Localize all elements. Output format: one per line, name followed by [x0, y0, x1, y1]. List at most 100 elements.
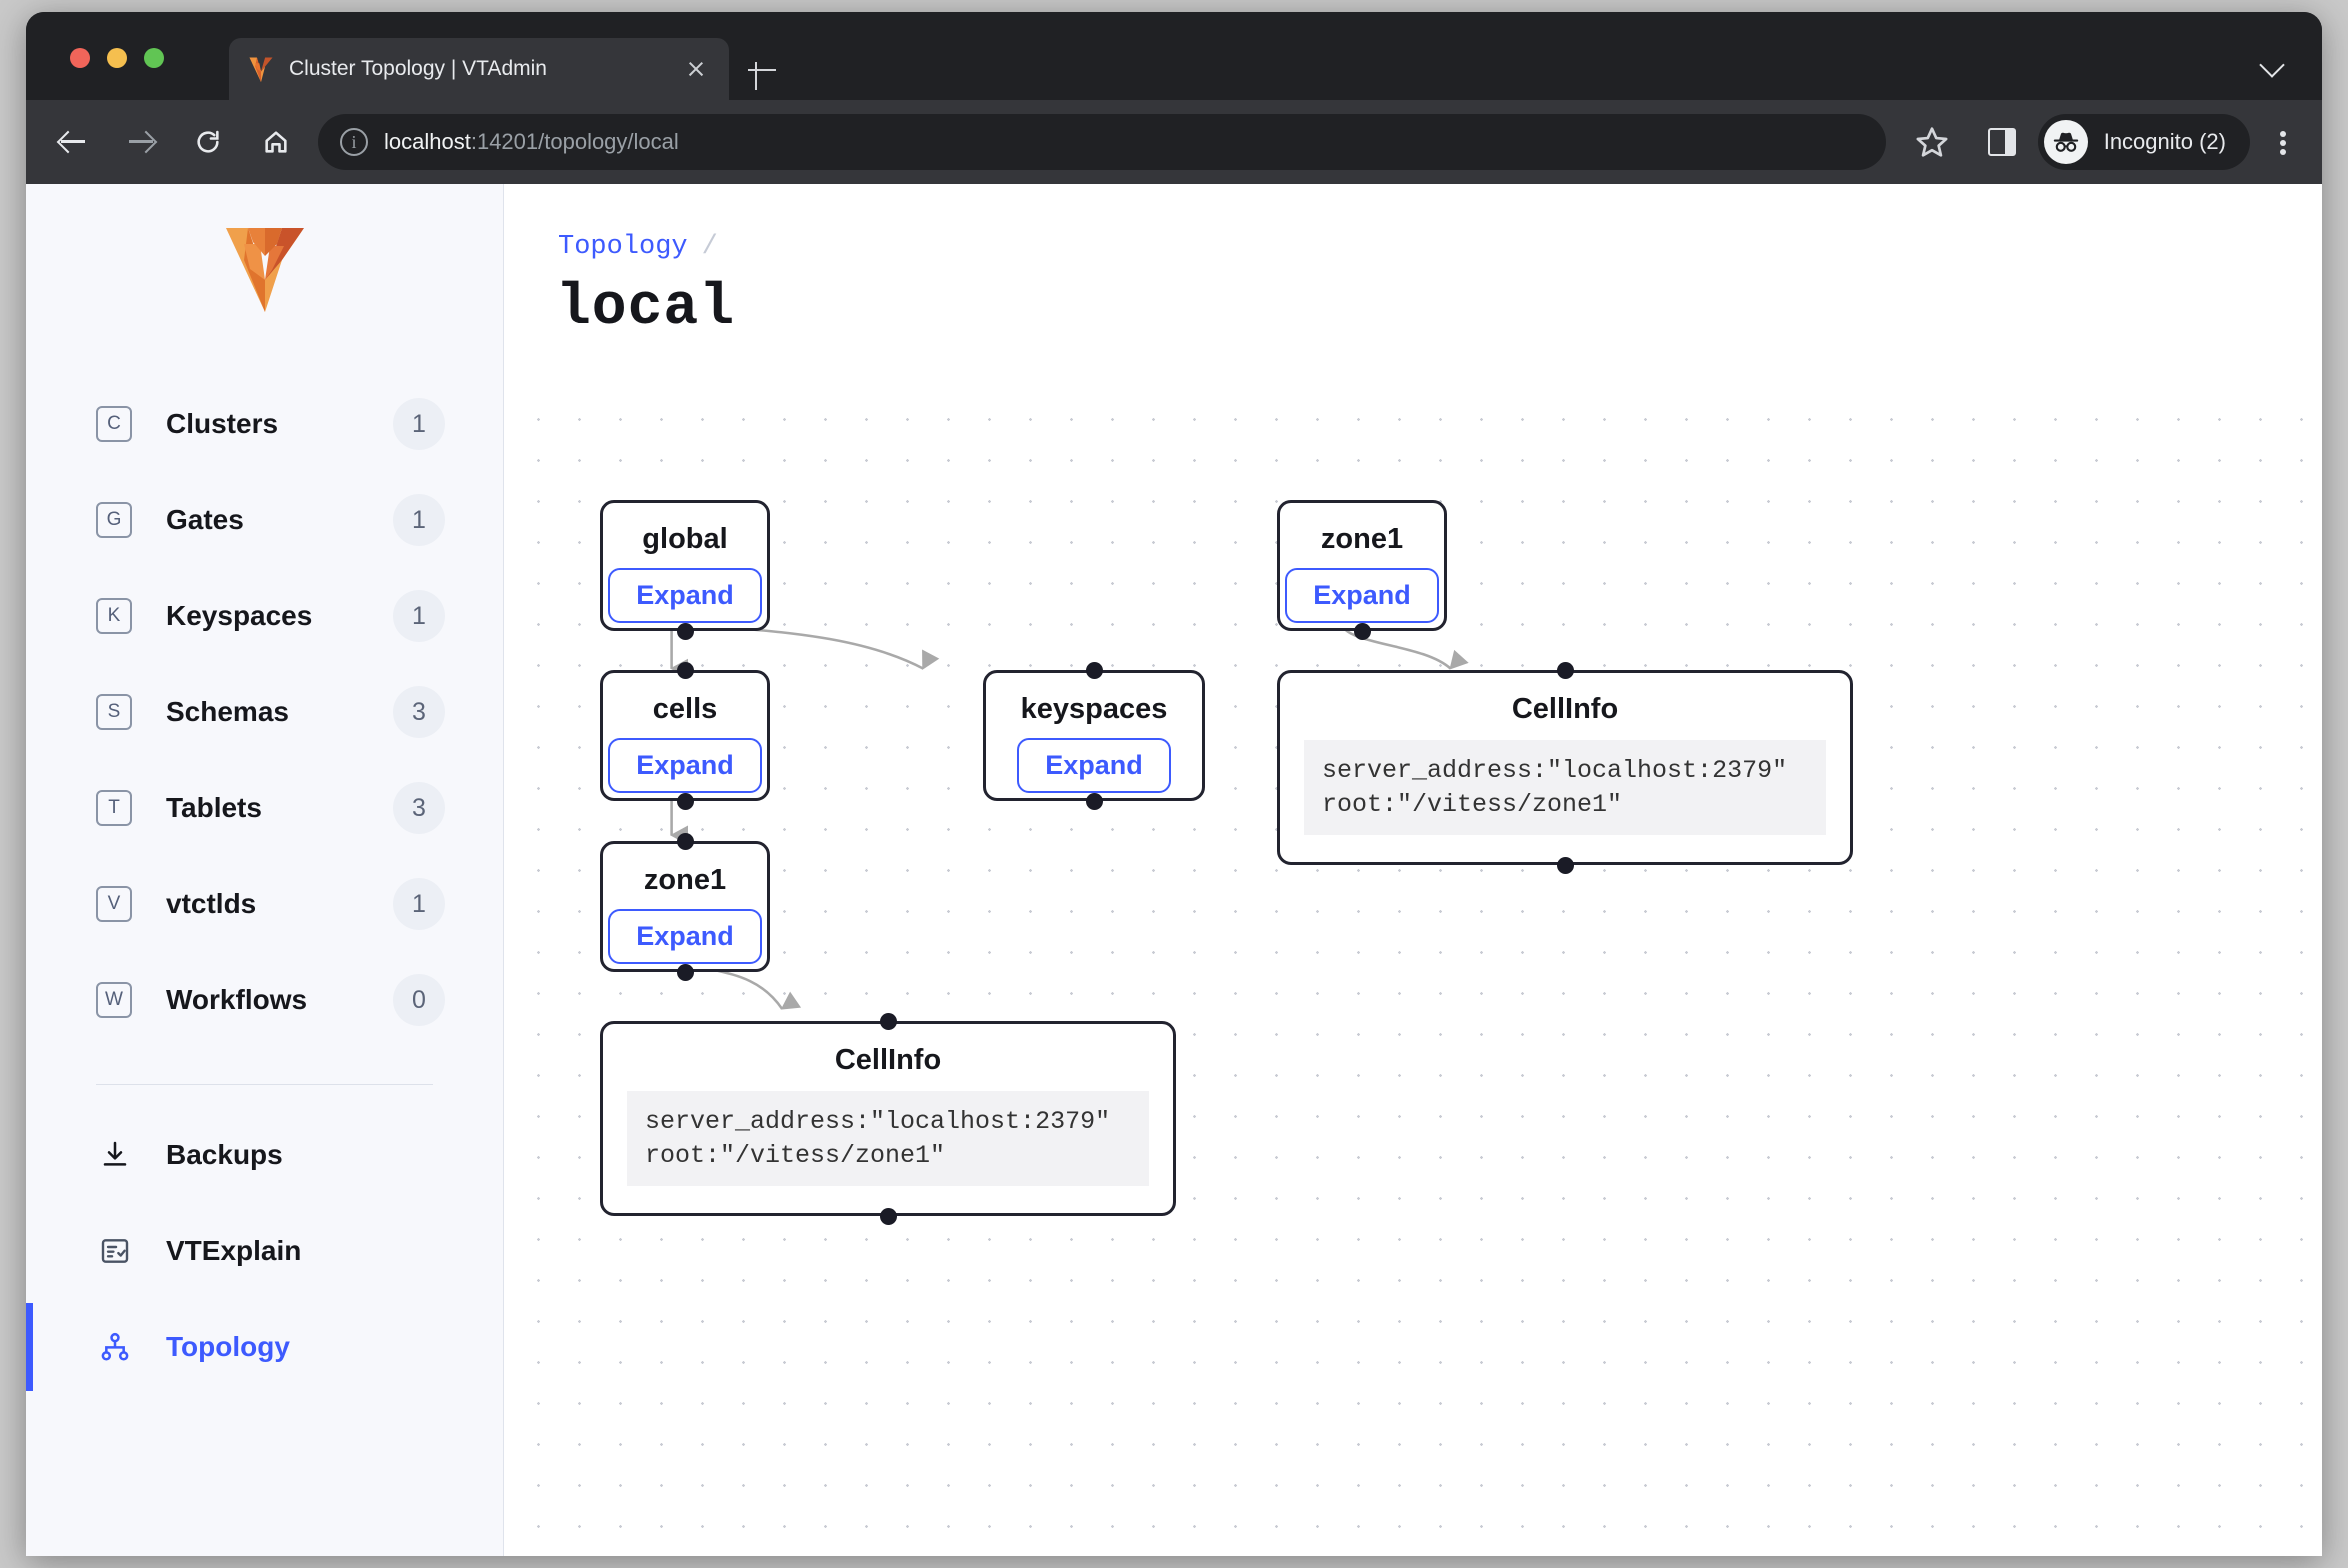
tablets-letter-icon: T: [96, 790, 132, 826]
topology-node-cells[interactable]: cells Expand: [600, 670, 770, 801]
node-handle-top[interactable]: [677, 662, 694, 679]
workflows-letter-icon: W: [96, 982, 132, 1018]
incognito-hat-icon: [2044, 120, 2088, 164]
topology-icon: [96, 1328, 134, 1366]
topology-node-cellinfo-right[interactable]: CellInfo server_address:"localhost:2379"…: [1277, 670, 1853, 865]
breadcrumb-topology-link[interactable]: Topology: [558, 232, 688, 262]
topology-node-cellinfo-bottom[interactable]: CellInfo server_address:"localhost:2379"…: [600, 1021, 1176, 1216]
maximize-window-button[interactable]: [144, 48, 164, 68]
sidebar-item-count: 0: [393, 974, 445, 1026]
sidebar-item-keyspaces[interactable]: K Keyspaces 1: [26, 568, 503, 664]
topology-node-keyspaces[interactable]: keyspaces Expand: [983, 670, 1205, 801]
node-handle-top[interactable]: [880, 1013, 897, 1030]
node-handle-bottom[interactable]: [677, 964, 694, 981]
node-handle-top[interactable]: [1557, 662, 1574, 679]
breadcrumb-separator: /: [702, 232, 718, 262]
kebab-menu-icon[interactable]: [2260, 114, 2306, 170]
node-handle-top[interactable]: [677, 833, 694, 850]
node-title: CellInfo: [835, 1044, 941, 1077]
profile-label: Incognito (2): [2104, 129, 2226, 155]
node-handle-bottom[interactable]: [677, 623, 694, 640]
keyspaces-letter-icon: K: [96, 598, 132, 634]
sidebar: C Clusters 1 G Gates 1 K Keyspaces 1 S S…: [26, 184, 504, 1556]
expand-button[interactable]: Expand: [1285, 568, 1439, 623]
sidebar-divider: [96, 1084, 433, 1085]
breadcrumb: Topology /: [558, 232, 718, 262]
sidebar-item-vtexplain[interactable]: VTExplain: [26, 1203, 503, 1299]
node-handle-bottom[interactable]: [880, 1208, 897, 1225]
browser-toolbar: i localhost:14201/topology/local: [26, 100, 2322, 184]
forward-arrow-icon[interactable]: [112, 114, 168, 170]
sidebar-item-label: Topology: [166, 1331, 445, 1363]
node-handle-bottom[interactable]: [1086, 793, 1103, 810]
node-title: zone1: [1321, 523, 1403, 556]
topology-node-zone1-right[interactable]: zone1 Expand: [1277, 500, 1447, 631]
expand-button[interactable]: Expand: [608, 909, 762, 964]
address-bar[interactable]: i localhost:14201/topology/local: [318, 114, 1886, 170]
sidebar-logo[interactable]: [26, 184, 503, 314]
node-handle-bottom[interactable]: [1354, 623, 1371, 640]
tab-strip: Cluster Topology | VTAdmin: [26, 12, 2322, 100]
node-handle-top[interactable]: [1086, 662, 1103, 679]
window-controls: [70, 48, 164, 68]
topology-node-zone1-left[interactable]: zone1 Expand: [600, 841, 770, 972]
schemas-letter-icon: S: [96, 694, 132, 730]
sidebar-nav-secondary: Backups VTExplain: [26, 1107, 503, 1395]
vitess-v-logo-icon: [247, 55, 275, 83]
cellinfo-code: server_address:"localhost:2379" root:"/v…: [627, 1091, 1149, 1186]
sidebar-item-count: 1: [393, 878, 445, 930]
sidebar-item-tablets[interactable]: T Tablets 3: [26, 760, 503, 856]
back-arrow-icon[interactable]: [44, 114, 100, 170]
sidebar-item-count: 3: [393, 782, 445, 834]
node-title: global: [642, 523, 727, 556]
sidebar-item-count: 1: [393, 590, 445, 642]
node-title: CellInfo: [1512, 693, 1618, 726]
expand-button[interactable]: Expand: [1017, 738, 1171, 793]
profile-button[interactable]: Incognito (2): [2038, 114, 2250, 170]
topology-graph-canvas[interactable]: global Expand cells Expand keyspaces Exp…: [504, 389, 2322, 1556]
sidebar-item-workflows[interactable]: W Workflows 0: [26, 952, 503, 1048]
sidebar-item-label: VTExplain: [166, 1235, 445, 1267]
expand-button[interactable]: Expand: [608, 568, 762, 623]
node-title: cells: [653, 693, 718, 726]
page-title: local: [556, 276, 735, 341]
sidebar-item-clusters[interactable]: C Clusters 1: [26, 376, 503, 472]
minimize-window-button[interactable]: [107, 48, 127, 68]
sidebar-item-label: Schemas: [166, 696, 393, 728]
close-icon[interactable]: [679, 52, 713, 86]
sidebar-item-gates[interactable]: G Gates 1: [26, 472, 503, 568]
sidebar-item-schemas[interactable]: S Schemas 3: [26, 664, 503, 760]
chevron-down-icon[interactable]: [2260, 52, 2286, 78]
url-text: localhost:14201/topology/local: [384, 129, 679, 155]
topology-node-global[interactable]: global Expand: [600, 500, 770, 631]
sidebar-item-backups[interactable]: Backups: [26, 1107, 503, 1203]
toolbar-actions: Incognito (2): [1904, 114, 2322, 170]
sidebar-nav-primary: C Clusters 1 G Gates 1 K Keyspaces 1 S S…: [26, 376, 503, 1048]
browser-tab[interactable]: Cluster Topology | VTAdmin: [229, 38, 729, 100]
expand-button[interactable]: Expand: [608, 738, 762, 793]
vitess-logo: [222, 222, 308, 314]
sidebar-item-topology[interactable]: Topology: [26, 1299, 503, 1395]
clusters-letter-icon: C: [96, 406, 132, 442]
url-path: :14201/topology/local: [471, 129, 679, 154]
node-handle-bottom[interactable]: [677, 793, 694, 810]
url-host: localhost: [384, 129, 471, 154]
sidebar-item-vtctlds[interactable]: V vtctlds 1: [26, 856, 503, 952]
sidebar-item-label: Tablets: [166, 792, 393, 824]
vtctlds-letter-icon: V: [96, 886, 132, 922]
sidebar-item-label: Workflows: [166, 984, 393, 1016]
side-panel-icon[interactable]: [1988, 128, 2016, 156]
tab-title: Cluster Topology | VTAdmin: [289, 57, 679, 81]
star-icon[interactable]: [1904, 114, 1960, 170]
new-tab-icon[interactable]: [742, 50, 782, 90]
sidebar-item-label: Keyspaces: [166, 600, 393, 632]
close-window-button[interactable]: [70, 48, 90, 68]
sidebar-item-count: 3: [393, 686, 445, 738]
node-handle-bottom[interactable]: [1557, 857, 1574, 874]
cellinfo-code: server_address:"localhost:2379" root:"/v…: [1304, 740, 1826, 835]
reload-icon[interactable]: [180, 114, 236, 170]
info-circle-icon[interactable]: i: [340, 128, 368, 156]
page-content: C Clusters 1 G Gates 1 K Keyspaces 1 S S…: [26, 184, 2322, 1556]
node-title: keyspaces: [1021, 693, 1168, 726]
home-icon[interactable]: [248, 114, 304, 170]
